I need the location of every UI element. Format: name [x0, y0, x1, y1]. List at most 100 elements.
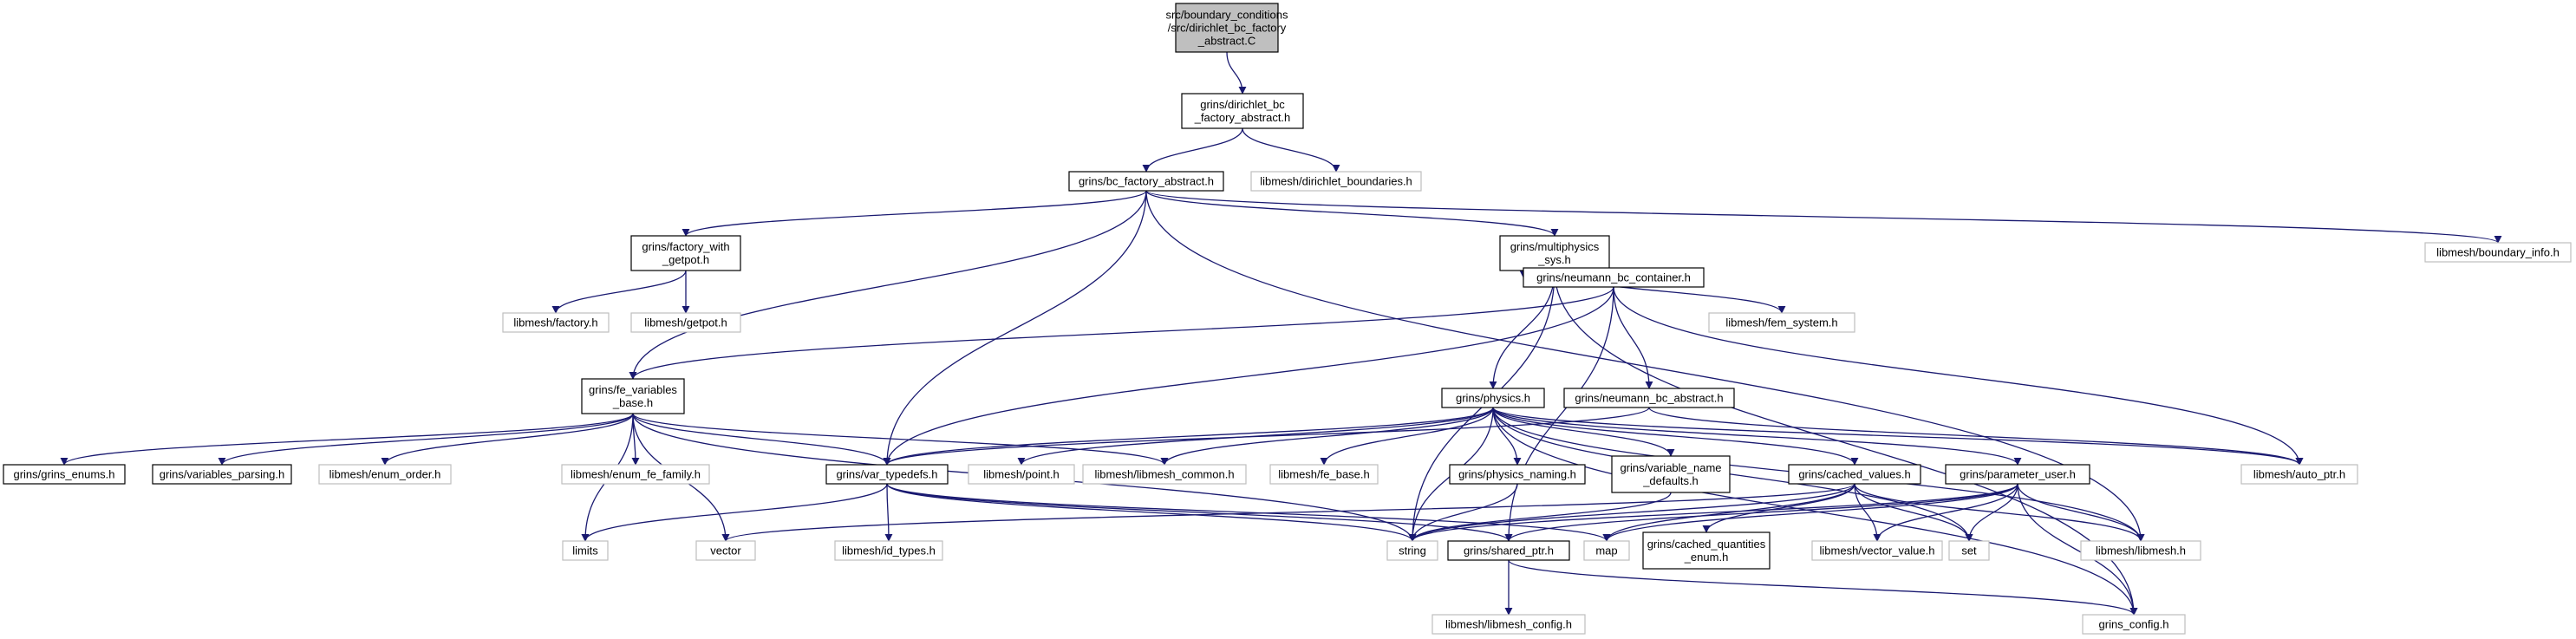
edge-var_typedefs_h-to-string [886, 483, 1417, 542]
node-box [1583, 540, 1630, 561]
edge-neumann_bc_container_h-to-shared_ptr_h [1504, 286, 1614, 542]
edge-parameter_user_h-to-shared_ptr_h [1504, 483, 2018, 542]
node-box [2240, 464, 2358, 485]
edge-cached_values_h-to-vector_value_h [1854, 483, 1881, 542]
node-label: libmesh/vector_value.h [1820, 544, 1935, 557]
node-label: grins/var_typedefs.h [836, 468, 937, 481]
node-box [834, 540, 943, 561]
node-variable-name-defaults-h[interactable]: grins/variable_name_defaults.h [1611, 455, 1731, 493]
node-box [562, 540, 609, 561]
node-factory-h: libmesh/factory.h [502, 312, 610, 333]
node-label: _base.h [612, 396, 653, 409]
node-label: grins/neumann_bc_abstract.h [1575, 392, 1723, 405]
edge-cached_values_h-to-string [1408, 483, 1855, 542]
edge-physics_h-to-grins_config_h [1492, 407, 2138, 616]
edge-cached_values_h-to-vector [721, 483, 1855, 542]
edge-physics_h-to-libmesh_common_h [1160, 407, 1494, 466]
node-box [1269, 464, 1379, 485]
node-var-typedefs-h[interactable]: grins/var_typedefs.h [825, 464, 949, 485]
node-label: libmesh/getpot.h [644, 316, 727, 329]
node-box [695, 540, 756, 561]
node-neumann-bc-abstract-h[interactable]: grins/neumann_bc_abstract.h [1563, 388, 1735, 408]
node-cached-quantities-enum-h[interactable]: grins/cached_quantities_enum.h [1642, 531, 1771, 570]
node-bc-factory-abstract-h[interactable]: grins/bc_factory_abstract.h [1068, 171, 1224, 192]
node-label: grins/shared_ptr.h [1464, 544, 1554, 557]
edge-fe_variables_base_h-to-grins_enums_h [60, 413, 634, 466]
node-label: libmesh/libmesh_config.h [1445, 618, 1572, 631]
node-libmesh-config-h: libmesh/libmesh_config.h [1431, 614, 1586, 635]
node-box [825, 464, 949, 485]
node-boundary-info-h: libmesh/boundary_info.h [2424, 242, 2572, 263]
node-label: vector [710, 544, 741, 557]
node-box [968, 464, 1075, 485]
node-label: grins/cached_values.h [1798, 468, 1910, 481]
node-label: set [1961, 544, 1977, 557]
node-label: libmesh/boundary_info.h [2436, 246, 2560, 259]
node-box [1642, 531, 1771, 570]
node-box [1082, 464, 1247, 485]
node-box [1250, 171, 1422, 192]
node-label: /src/dirichlet_bc_factory [1168, 22, 1287, 35]
edge-bc_factory_abstract_h-to-fe_variables_base_h [629, 190, 1147, 380]
node-box [502, 312, 610, 333]
edge-physics_naming_h-to-string [1408, 483, 1518, 542]
node-variables-parsing-h[interactable]: grins/variables_parsing.h [152, 464, 292, 485]
node-grins-enums-h[interactable]: grins/grins_enums.h [3, 464, 126, 485]
node-label: libmesh/enum_fe_family.h [571, 468, 701, 481]
node-box [1447, 540, 1570, 561]
node-box [1523, 267, 1705, 288]
node-label: libmesh/enum_order.h [329, 468, 441, 481]
edge-root-to-dirichlet_bc_factory_abstract_h [1226, 51, 1247, 95]
node-label: grins/cached_quantities [1647, 538, 1766, 551]
edge-multiphysics_sys_h-to-physics_h [1489, 270, 1555, 389]
edge-factory_with_getpot_h-to-factory_h [551, 270, 687, 314]
node-factory-with-getpot-h[interactable]: grins/factory_with_getpot.h [630, 235, 741, 271]
node-box [2080, 540, 2201, 561]
node-label: map [1595, 544, 1617, 557]
edge-bc_factory_abstract_h-to-multiphysics_sys_h [1145, 190, 1559, 237]
node-label: grins/variables_parsing.h [160, 468, 285, 481]
node-label: grins/parameter_user.h [1960, 468, 2076, 481]
node-physics-h[interactable]: grins/physics.h [1441, 388, 1545, 408]
edge-parameter_user_h-to-set [1965, 483, 2018, 542]
node-label: grins/fe_variables [589, 383, 677, 396]
node-limits: limits [562, 540, 609, 561]
node-libmesh-common-h: libmesh/libmesh_common.h [1082, 464, 1247, 485]
node-enum-order-h: libmesh/enum_order.h [318, 464, 452, 485]
node-cached-values-h[interactable]: grins/cached_values.h [1788, 464, 1921, 485]
node-label: grins/neumann_bc_container.h [1536, 271, 1691, 284]
edge-fe_variables_base_h-to-variables_parsing_h [218, 413, 634, 466]
node-label: libmesh/point.h [983, 468, 1059, 481]
node-set: set [1948, 540, 1990, 561]
edge-physics_h-to-auto_ptr_h [1492, 407, 2304, 466]
node-multiphysics-sys-h[interactable]: grins/multiphysics_sys.h [1499, 235, 1610, 271]
node-box [1175, 3, 1279, 53]
node-label: libmesh/libmesh.h [2096, 544, 2186, 557]
node-auto-ptr-h: libmesh/auto_ptr.h [2240, 464, 2358, 485]
edge-var_typedefs_h-to-shared_ptr_h [886, 483, 1513, 542]
node-box [561, 464, 710, 485]
node-box [1386, 540, 1438, 561]
node-label: grins/physics.h [1456, 392, 1530, 405]
node-label: libmesh/dirichlet_boundaries.h [1260, 175, 1412, 188]
node-fem-system-h: libmesh/fem_system.h [1708, 312, 1855, 333]
node-physics-naming-h[interactable]: grins/physics_naming.h [1449, 464, 1586, 485]
node-vector-value-h: libmesh/vector_value.h [1811, 540, 1943, 561]
edge-neumann_bc_abstract_h-to-auto_ptr_h [1648, 407, 2304, 466]
node-dirichlet-bc-factory-abstract-h[interactable]: grins/dirichlet_bc_factory_abstract.h [1181, 93, 1304, 129]
node-label: _defaults.h [1642, 474, 1699, 487]
node-fe-variables-base-h[interactable]: grins/fe_variables_base.h [581, 378, 685, 414]
node-parameter-user-h[interactable]: grins/parameter_user.h [1945, 464, 2090, 485]
node-shared-ptr-h[interactable]: grins/shared_ptr.h [1447, 540, 1570, 561]
node-label: libmesh/auto_ptr.h [2253, 468, 2345, 481]
node-box [1708, 312, 1855, 333]
node-box [1611, 455, 1731, 493]
edge-bc_factory_abstract_h-to-var_typedefs_h [883, 190, 1147, 466]
node-label: grins_config.h [2099, 618, 2169, 631]
node-neumann-bc-container-h[interactable]: grins/neumann_bc_container.h [1523, 267, 1705, 288]
node-label: grins/bc_factory_abstract.h [1079, 175, 1214, 188]
node-box [1563, 388, 1735, 408]
node-vector: vector [695, 540, 756, 561]
node-box [2424, 242, 2572, 263]
edge-parameter_user_h-to-map [1602, 483, 2018, 542]
